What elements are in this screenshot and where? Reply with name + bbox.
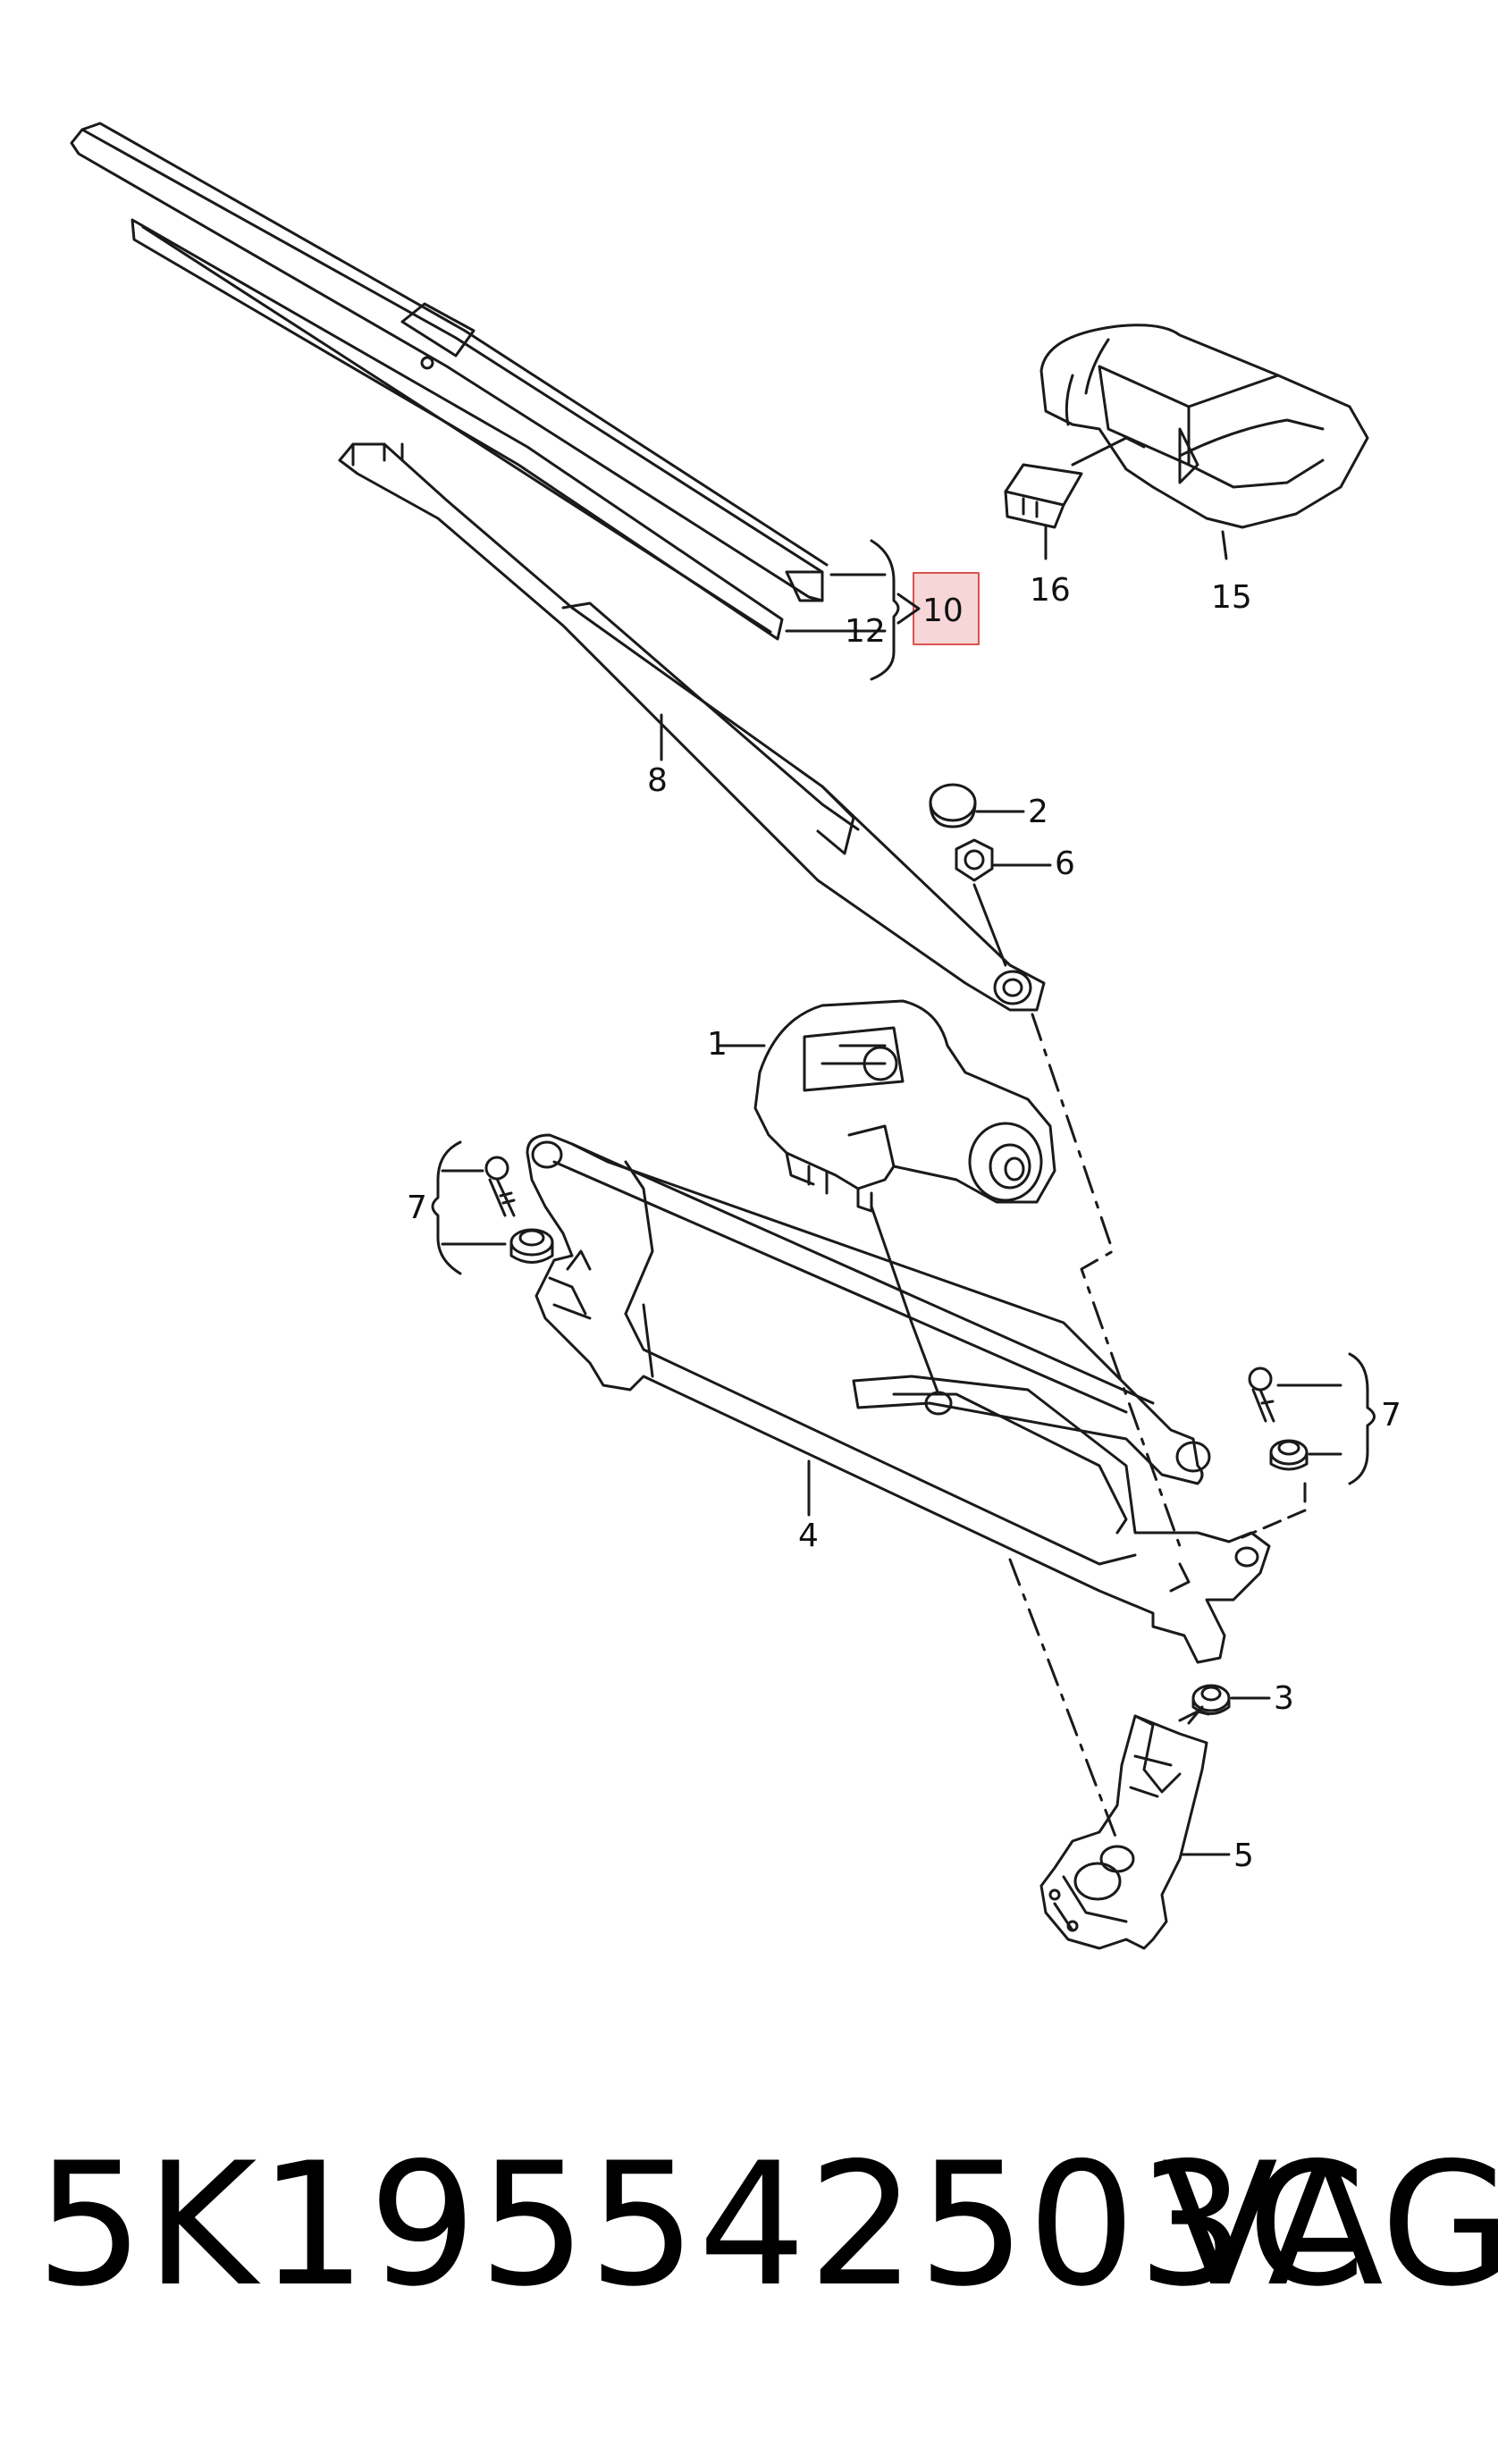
callout-10: 10: [922, 593, 964, 629]
callout-5: 5: [1233, 1837, 1254, 1874]
grommet-7-right: [1269, 1439, 1309, 1471]
nut-6: [955, 838, 994, 882]
brand-label: VAG: [1162, 2126, 1498, 2324]
grommet-7-left: [509, 1228, 554, 1264]
part-number-label: 5K195542503C: [36, 2126, 1368, 2324]
nut-3: [1191, 1684, 1231, 1715]
blade-rubber-insert: [130, 218, 784, 641]
motor-shaft-axis: [870, 1205, 940, 1396]
connector-16: [1004, 436, 1146, 529]
callout-7-left: 7: [407, 1190, 427, 1226]
callout-2: 2: [1028, 794, 1048, 830]
bolt-7-right: [1248, 1367, 1275, 1423]
callout-7-right: 7: [1381, 1397, 1401, 1434]
callout-12: 12: [845, 613, 886, 650]
wiper-blade-12: [70, 122, 829, 602]
leader-6-down: [972, 883, 1007, 967]
wiper-linkage-4: [526, 1133, 1271, 1664]
assembly-axis-lower: [1008, 1558, 1119, 1843]
callout-10-highlight-box: [913, 572, 980, 645]
callout-8: 8: [647, 762, 668, 799]
callout-bracket-7-left: [431, 1140, 507, 1275]
bolt-7-left: [484, 1156, 516, 1217]
leader-15: [1221, 530, 1228, 560]
cap-2: [929, 783, 977, 828]
mounting-bracket-5: [1039, 1705, 1210, 1950]
wiper-motor-1: [753, 999, 1056, 1213]
callout-10-pointer: [896, 593, 921, 625]
callout-16: 16: [1030, 572, 1071, 609]
assembly-axis-right: [1031, 1013, 1182, 1548]
callout-3: 3: [1274, 1680, 1294, 1717]
callout-15: 15: [1211, 579, 1252, 616]
callout-6: 6: [1055, 845, 1075, 882]
rain-sensor-15: [1039, 324, 1369, 529]
callout-bracket-10: [785, 539, 900, 681]
axis-7-right: [1241, 1482, 1307, 1539]
callout-1: 1: [707, 1026, 728, 1063]
wiper-arm-8: [338, 442, 1046, 1012]
callout-bracket-7-right: [1276, 1352, 1376, 1485]
callout-4: 4: [798, 1518, 819, 1554]
